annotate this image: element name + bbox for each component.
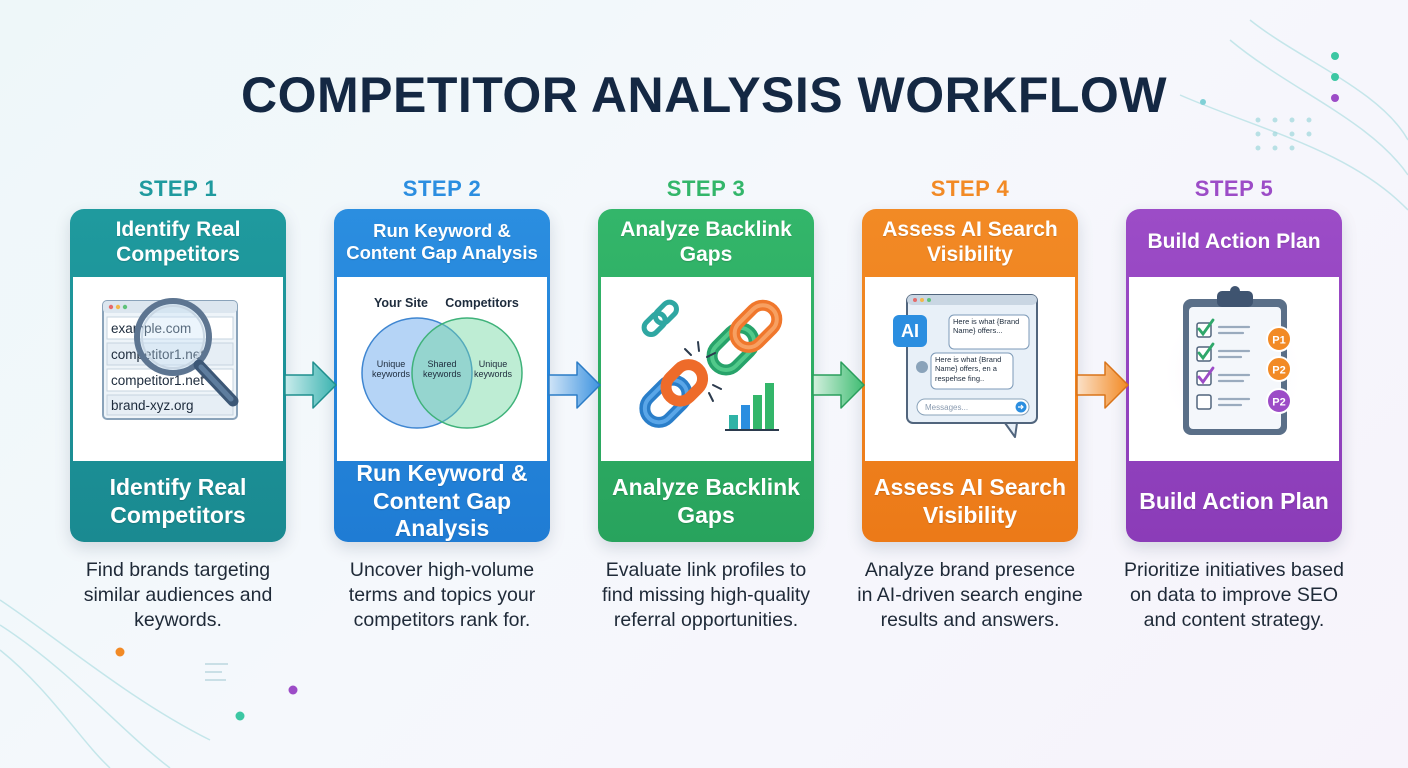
priority-badge-3: P2 [1272,397,1285,409]
step-4-header: Assess AI Search Visibility [882,217,1058,266]
step-2-description: Uncover high-volume terms and topics you… [348,559,536,631]
venn-diagram-icon: Your Site Competitors Unique keywords Sh… [361,296,523,429]
url-1: example.com [111,321,191,336]
step-5-card: Build Action Plan [1126,209,1342,542]
ai-badge: AI [901,321,919,341]
step-1-label: STEP 1 [138,176,218,201]
chat-bubble-1: Here is what {Brand Name} offers... [953,317,1020,336]
ai-chat-window-icon: AI Here is what {Brand Name} offers... H… [893,294,1038,438]
step-5-header: Build Action Plan [1147,230,1321,254]
step-4-footer: Assess AI Search Visibility [873,473,1067,528]
step-5-footer: Build Action Plan [1139,487,1329,514]
priority-badge-2: P2 [1272,365,1285,377]
step-3-header: Analyze Backlink Gaps [620,217,792,266]
step-2-footer: Run Keyword & Content Gap Analysis [356,460,528,542]
page-title: COMPETITOR ANALYSIS WORKFLOW [240,67,1168,123]
step-5-panel: P1 P2 P2 [1129,277,1339,461]
step-2-label: STEP 2 [402,176,482,201]
step-1-panel: example.com competitor1.net competitor1.… [73,277,283,461]
step-1-card: Identify Real Competitors example.com co… [70,209,286,542]
chat-input-placeholder: Messages... [925,403,968,412]
step-3-label: STEP 3 [666,176,746,201]
magnifier-browser-icon: example.com competitor1.net competitor1.… [102,298,239,420]
url-4: brand-xyz.org [111,398,194,413]
step-2-header: Run Keyword & Content Gap Analysis [346,219,538,263]
venn-middle-text: Shared keywords [422,359,461,380]
step-5-label: STEP 5 [1194,176,1274,201]
arrow-right-icon [812,361,865,409]
step-1-description: Find brands targeting similar audiences … [83,559,273,631]
step-4-label: STEP 4 [930,176,1010,201]
step-2-panel: Your Site Competitors Unique keywords Sh… [337,277,547,461]
step-4-card: Assess AI Search Visibility AI Here is w… [862,209,1078,542]
url-3: competitor1.net [111,373,204,388]
arrow-right-icon [548,361,601,409]
venn-left-title: Your Site [374,296,428,310]
url-2: competitor1.net [111,347,204,362]
venn-right-title: Competitors [445,296,519,310]
step-1-footer: Identify Real Competitors [109,473,247,528]
clipboard-checklist-icon: P1 P2 P2 [1161,286,1305,445]
step-5-description: Prioritize initiatives based on data to … [1123,559,1344,631]
step-1-header: Identify Real Competitors [115,217,241,266]
step-4-panel: AI Here is what {Brand Name} offers... H… [865,277,1075,461]
step-3-panel [601,277,811,461]
broken-chain-link-icon [639,299,783,431]
arrow-right-icon [1076,361,1129,409]
arrow-right-icon [284,361,337,409]
step-3-footer: Analyze Backlink Gaps [612,473,800,528]
chat-bubble-2: Here is what {Brand Name} offers, en a r… [935,355,1002,383]
venn-right-text: Unique keywords [473,359,512,380]
step-3-description: Evaluate link profiles to find missing h… [601,559,811,631]
step-3-card: Analyze Backlink Gaps [598,209,814,542]
step-2-card: Run Keyword & Content Gap Analysis Your … [334,209,550,542]
priority-badge-1: P1 [1272,335,1285,347]
step-4-description: Analyze brand presence in AI-driven sear… [857,559,1083,631]
venn-left-text: Unique keywords [371,359,410,380]
